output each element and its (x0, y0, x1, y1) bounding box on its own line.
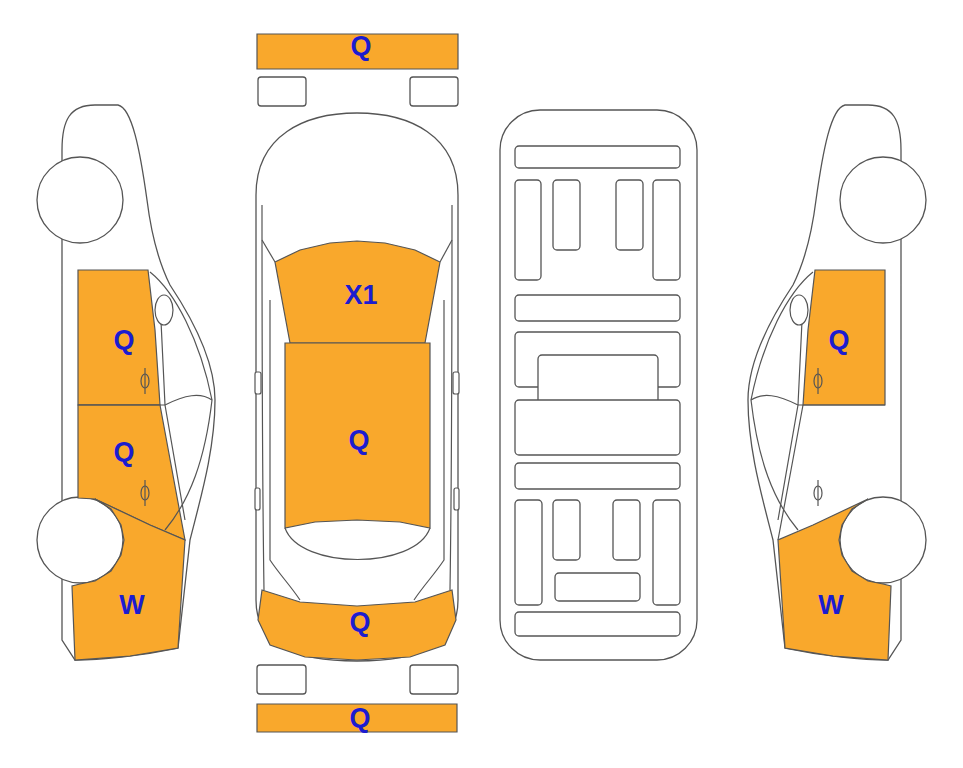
damage-code: Q (349, 705, 370, 732)
damage-code: W (119, 592, 144, 619)
damage-code: Q (349, 609, 370, 636)
damage-panel-fill (275, 241, 440, 343)
damage-panel-fill (72, 499, 185, 660)
damage-panel-fill (257, 704, 457, 732)
damage-panel-fill (803, 270, 885, 405)
damage-panel: Q (257, 704, 457, 732)
damage-code: Q (113, 327, 134, 354)
damage-panel-fill (285, 343, 430, 528)
damage-code: W (818, 592, 843, 619)
damage-panel-shape (778, 499, 891, 660)
damage-panel-fill (778, 499, 891, 660)
damage-panel: Q (257, 34, 458, 69)
damage-code: Q (828, 327, 849, 354)
damage-panel-fill (258, 590, 456, 660)
damage-code: X1 (344, 282, 377, 309)
damage-panel: X1 (275, 241, 440, 343)
damage-panel: Q (258, 590, 456, 660)
damage-panel: W (72, 499, 185, 660)
damage-code: Q (350, 33, 371, 60)
damage-panel-shape (72, 499, 185, 660)
damage-panel: Q (803, 270, 885, 405)
damage-panel: Q (78, 270, 160, 405)
damage-code: Q (348, 427, 369, 454)
damage-code: Q (113, 439, 134, 466)
damage-panel: Q (285, 343, 430, 528)
damage-panel: W (778, 499, 891, 660)
damage-panel-fill (78, 270, 160, 405)
